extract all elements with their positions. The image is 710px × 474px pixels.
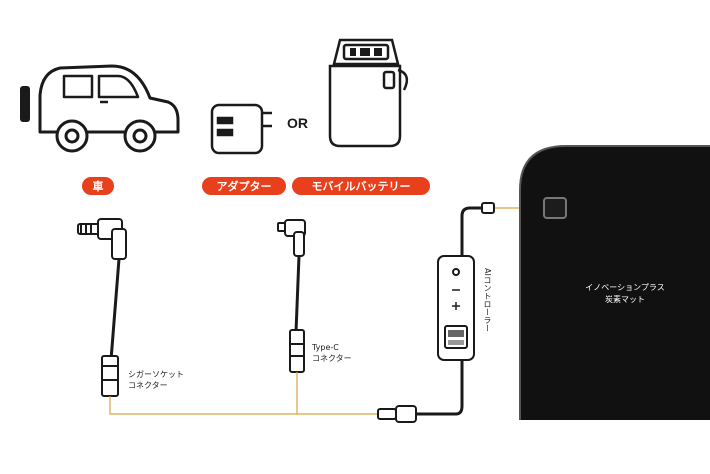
mat-connector-port xyxy=(543,197,567,219)
battery-icon xyxy=(328,38,409,148)
typec-connector-label: Type-C コネクター xyxy=(312,342,352,364)
typec-connector-label-line2: コネクター xyxy=(312,354,352,363)
car-label-pill xyxy=(82,177,114,195)
cigar-connector-label: シガーソケット コネクター xyxy=(128,369,184,391)
carbon-mat xyxy=(519,145,710,420)
or-text: OR xyxy=(287,115,308,131)
adapter-icon xyxy=(210,103,272,155)
barrel-plug-icon xyxy=(377,360,464,423)
car-label: 車 xyxy=(92,180,104,193)
cigar-connector-label-line1: シガーソケット xyxy=(128,370,184,379)
cigar-connector-label-line2: コネクター xyxy=(128,381,168,390)
ai-controller-icon xyxy=(437,202,495,361)
battery-label: モバイルバッテリー xyxy=(311,180,411,193)
adapter-label: アダプター xyxy=(216,180,272,193)
adapter-label-pill xyxy=(202,177,286,195)
cigar-socket-connector-icon xyxy=(77,218,127,397)
typec-connector-label-line1: Type-C xyxy=(312,343,339,352)
mat-label: イノベーションプラス 炭素マット xyxy=(570,282,680,306)
type-c-connector-icon xyxy=(277,219,306,373)
mat-label-line2: 炭素マット xyxy=(605,295,645,304)
mat-label-line1: イノベーションプラス xyxy=(585,283,665,292)
battery-label-pill xyxy=(292,177,430,195)
car-icon xyxy=(20,64,180,153)
ai-controller-label: AIコントローラー xyxy=(483,268,492,332)
